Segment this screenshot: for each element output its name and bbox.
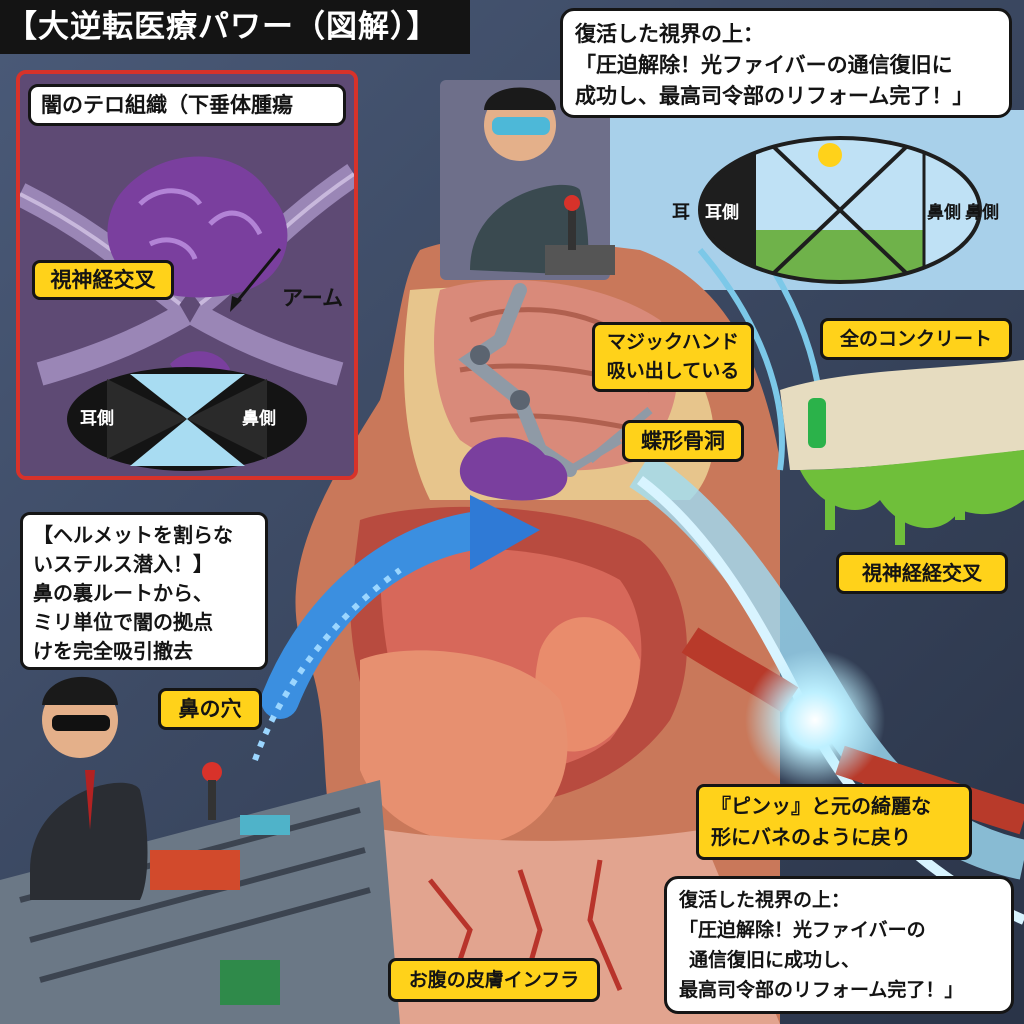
inset-vision-right: 鼻側: [242, 409, 276, 429]
vision-field-top: 耳 耳側 鼻側 鼻側: [672, 136, 999, 284]
optic-chiasm-label: 視神経経交叉: [836, 552, 1008, 594]
top-speech-line-3: 成功し、最高司令部のリフォーム完了！」: [575, 84, 974, 108]
stealth-line-2: いステルス潜入！】: [33, 552, 213, 576]
bottom-speech-line-2: 「圧迫解除！光ファイバーの: [679, 919, 926, 941]
bottom-speech-bubble: 復活した視界の上： 「圧迫解除！光ファイバーの 通信復旧に成功し、 最高司令部の…: [664, 876, 1014, 1014]
top-speech-line-2: 「圧迫解除！光ファイバーの通信復旧に: [575, 53, 953, 77]
vision-top-left-inner: 耳側: [705, 202, 739, 223]
top-speech-bubble: 復活した視界の上： 「圧迫解除！光ファイバーの通信復旧に 成功し、最高司令部のリ…: [560, 8, 1012, 118]
concrete-label: 全のコンクリート: [820, 318, 1012, 360]
top-speech-line-1: 復活した視界の上：: [575, 22, 764, 46]
bottom-speech-line-4: 最高司令部のリフォーム完了！」: [679, 979, 964, 1001]
stealth-line-3: 鼻の裏ルートから、: [33, 581, 213, 605]
bottom-speech-line-1: 復活した視界の上：: [679, 889, 851, 911]
magic-hand-label: マジックハンド 吸い出している: [592, 322, 754, 392]
inset-vision-left: 耳側: [80, 409, 114, 429]
inset-arm-label: アーム: [282, 286, 344, 310]
stealth-line-1: 【ヘルメットを割らな: [33, 523, 233, 547]
magic-hand-line-1: マジックハンド: [606, 331, 740, 353]
page-title: 【大逆転医療パワー（図解）】: [0, 0, 470, 54]
tumor-inset-panel: 闇のテロ組織（下垂体腫瘍 視神経交叉 アーム 耳側 鼻側: [16, 70, 358, 480]
stealth-entry-box: 【ヘルメットを割らな いステルス潜入！】 鼻の裏ルートから、 ミリ単位で闇の拠点…: [20, 512, 268, 670]
magic-hand-line-2: 吸い出している: [606, 360, 740, 382]
skin-infra-label: お腹の皮膚インフラ: [388, 958, 600, 1002]
spring-line-1: 『ピンッ』と元の綺麗な: [711, 794, 931, 818]
nostril-label: 鼻の穴: [158, 688, 262, 730]
bottom-speech-line-3: 通信復旧に成功し、: [689, 949, 861, 971]
sphenoid-label: 蝶形骨洞: [622, 420, 744, 462]
vision-top-right-inner: 鼻側: [927, 202, 961, 223]
stealth-line-4: ミリ単位で闇の拠点: [33, 610, 213, 634]
spring-line-2: 形にバネのように戻り: [711, 825, 911, 849]
stealth-line-5: けを完全吸引撤去: [33, 639, 193, 663]
spring-back-box: 『ピンッ』と元の綺麗な 形にバネのように戻り: [696, 784, 972, 860]
vision-top-right-outer: 鼻側: [965, 202, 999, 223]
inset-optic-label: 視神経交叉: [32, 260, 174, 300]
vision-top-left-outer: 耳: [672, 202, 690, 223]
inset-caption: 闇のテロ組織（下垂体腫瘍: [28, 84, 346, 126]
